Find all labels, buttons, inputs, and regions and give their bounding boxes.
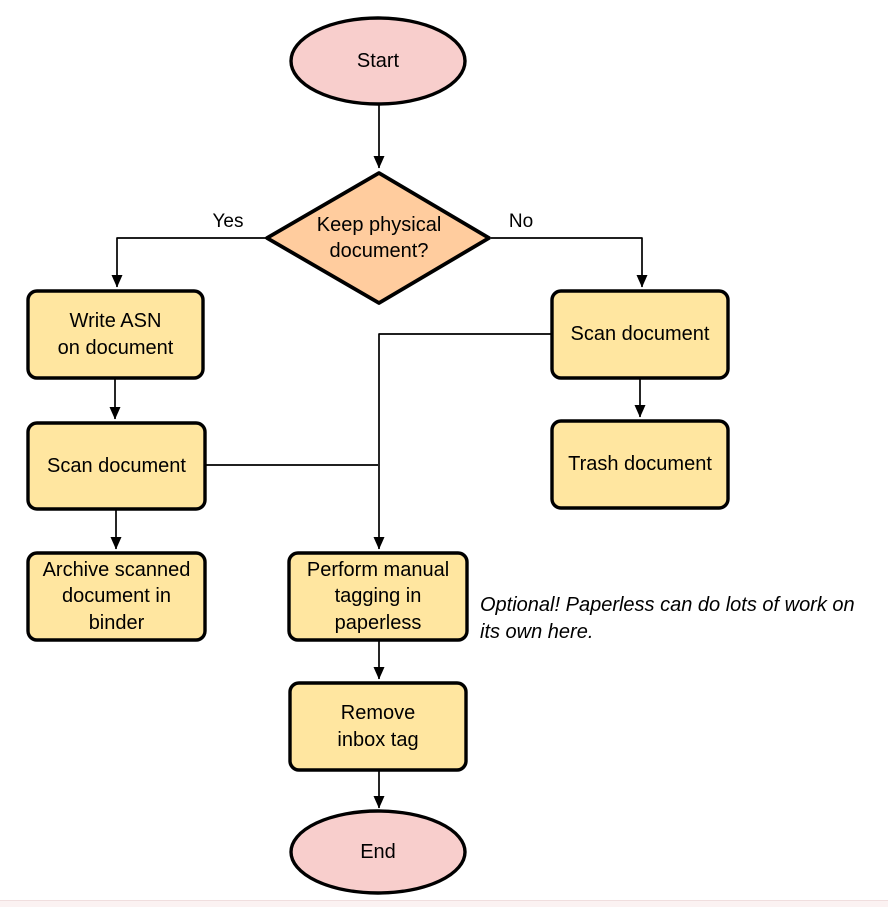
edge-decision-yes-to-write-asn xyxy=(111,237,266,288)
trash-process-shape xyxy=(550,419,730,510)
archive-process-shape xyxy=(26,551,207,642)
remove-inbox-process-shape xyxy=(288,681,468,772)
scan-right-process-shape xyxy=(550,289,730,380)
shapes-group xyxy=(26,16,730,895)
decision-diamond-shape xyxy=(265,171,491,305)
start-terminator-shape xyxy=(289,16,467,106)
edge-scan-right-to-tagging xyxy=(373,333,552,550)
edge-decision-no-to-scan-right xyxy=(491,237,648,288)
write-asn-process-shape xyxy=(26,289,205,380)
end-terminator-shape xyxy=(289,809,467,895)
page-bottom-strip xyxy=(0,900,888,907)
edges-group xyxy=(109,105,648,809)
scan-left-process-shape xyxy=(26,421,207,511)
tagging-process-shape xyxy=(287,551,469,642)
